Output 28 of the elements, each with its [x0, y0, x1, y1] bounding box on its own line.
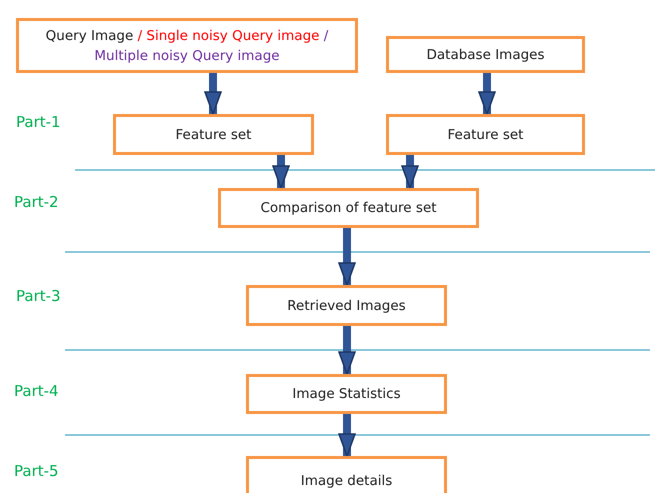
process-box	[16, 18, 358, 73]
process-box	[246, 285, 447, 326]
box-label: Retrieved Images	[287, 296, 406, 316]
box-label: Query Image / Single noisy Query image / Multiple noisy Query image	[44, 26, 330, 66]
section-label: Part-2	[14, 193, 59, 211]
section-label: Part-3	[16, 287, 61, 305]
arrow	[272, 155, 290, 189]
arrow	[338, 326, 356, 375]
process-box	[113, 114, 314, 155]
arrow	[401, 155, 419, 189]
section-label: Part-1	[16, 113, 61, 131]
box-label: Database Images	[426, 46, 545, 64]
box-label: Feature set	[448, 126, 524, 144]
process-box	[246, 456, 447, 493]
process-box	[386, 36, 585, 73]
arrow	[478, 73, 496, 115]
box-label: Image details	[300, 472, 392, 491]
arrow	[338, 228, 356, 286]
box-label: Feature set	[176, 126, 252, 144]
process-box	[386, 114, 585, 155]
arrow	[338, 414, 356, 457]
box-label: Comparison of feature set	[260, 199, 437, 218]
box-label: Image Statistics	[292, 385, 401, 404]
section-label: Part-4	[14, 382, 59, 400]
arrow	[204, 73, 222, 115]
process-box	[246, 374, 447, 414]
section-label: Part-5	[14, 462, 59, 480]
process-box	[218, 188, 479, 228]
